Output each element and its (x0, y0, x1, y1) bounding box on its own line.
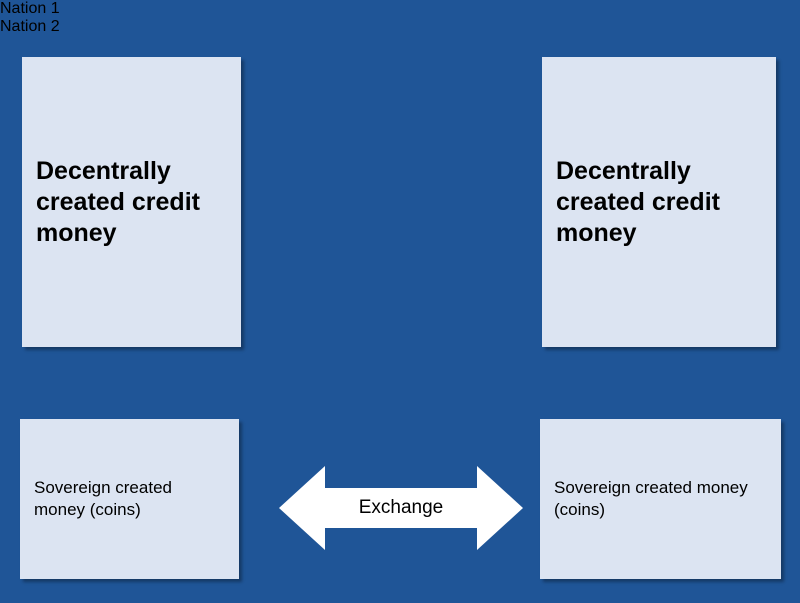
nation-2-credit-money-box: Decentrally created credit money (542, 57, 776, 347)
nation-2-label: Nation 2 (0, 18, 60, 35)
nation-2-sovereign-money-box: Sovereign created money (coins) (540, 419, 781, 579)
nation-2-sovereign-money-text: Sovereign created money (coins) (554, 478, 748, 519)
nation-1-sovereign-money-box: Sovereign created money (coins) (20, 419, 239, 579)
nation-1-sovereign-money-text: Sovereign created money (coins) (34, 478, 172, 519)
nation-1-credit-money-box: Decentrally created credit money (22, 57, 241, 347)
double-headed-arrow-icon (279, 462, 523, 554)
nation-2-credit-money-text: Decentrally created credit money (556, 156, 720, 247)
nation-1-credit-money-text: Decentrally created credit money (36, 156, 200, 247)
nation-1-label: Nation 1 (0, 0, 60, 17)
